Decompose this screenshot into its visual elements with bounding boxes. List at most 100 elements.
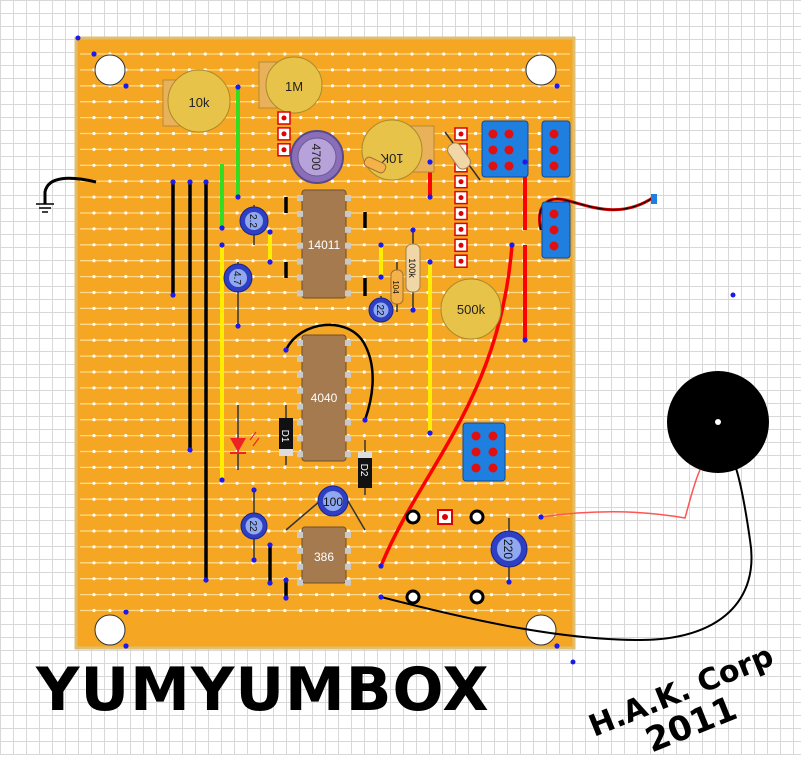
pad-hole [458, 131, 464, 137]
resistor-small-diag [363, 156, 387, 174]
header-pin [488, 447, 498, 457]
hole [378, 227, 382, 231]
hole [124, 418, 128, 422]
connection-dot [91, 51, 97, 57]
pad-hole [458, 242, 464, 248]
hole [505, 179, 509, 183]
capacitor-4.7: 4.7 [223, 262, 253, 326]
capacitor-22: 22 [368, 296, 394, 323]
connection-dot [267, 229, 273, 235]
hole [235, 513, 239, 517]
hole [315, 116, 319, 120]
hole [171, 370, 176, 374]
hole [442, 418, 446, 422]
hole [410, 84, 414, 88]
hole [140, 418, 144, 422]
hole [378, 608, 382, 613]
hole [140, 306, 144, 310]
hole [346, 561, 350, 565]
connection-dot [187, 179, 193, 185]
connection-dot [378, 594, 384, 600]
hole [521, 354, 525, 358]
hole [92, 370, 96, 374]
hole [442, 465, 446, 469]
hole [92, 386, 96, 390]
hole [235, 386, 239, 390]
hole [92, 497, 96, 501]
hole [362, 608, 366, 613]
diode-label: D1 [279, 430, 290, 443]
hole [442, 370, 446, 374]
hole [267, 434, 271, 438]
hole [219, 147, 223, 151]
hole [378, 338, 382, 342]
hole [156, 449, 160, 454]
hole [140, 561, 144, 565]
ic-label: 386 [314, 550, 334, 564]
hole [346, 481, 350, 485]
pad-hole [458, 258, 464, 264]
hole [108, 354, 112, 358]
hole [410, 179, 414, 183]
hole [267, 322, 271, 326]
hole [426, 545, 430, 549]
hole [156, 513, 160, 517]
hole [283, 402, 287, 406]
hole [156, 195, 160, 199]
hole [171, 322, 176, 326]
hole [108, 306, 112, 310]
ic-pin [297, 210, 303, 217]
header-pin [471, 431, 481, 441]
header-pin [471, 447, 481, 457]
hole [521, 100, 525, 104]
hole [394, 561, 398, 565]
hole [171, 593, 176, 597]
hole [346, 100, 350, 104]
hole [92, 434, 96, 438]
hole [140, 179, 144, 183]
hole [315, 513, 319, 517]
hole [251, 116, 255, 120]
hole [474, 338, 478, 342]
hole [140, 338, 144, 342]
ic-pin [297, 290, 303, 297]
hole [346, 608, 350, 613]
hole [92, 195, 96, 199]
hole [171, 52, 176, 56]
hole [537, 100, 541, 104]
hole [156, 116, 160, 120]
connection-dot [123, 643, 129, 649]
ic-pin [297, 355, 303, 362]
ic-pin [345, 226, 351, 233]
hole [362, 545, 366, 549]
hole [156, 243, 160, 247]
hole [378, 465, 382, 469]
mounting-hole [94, 614, 126, 646]
hole [267, 449, 271, 454]
hole [410, 418, 414, 422]
hole [362, 195, 366, 199]
hole [362, 434, 366, 438]
hole [537, 529, 541, 533]
ic-pin [345, 355, 351, 362]
hole [362, 370, 366, 374]
hole [156, 163, 160, 167]
pad-hole [458, 195, 464, 201]
hole [219, 497, 223, 501]
hole [156, 84, 160, 88]
hole [171, 418, 176, 422]
hole [283, 259, 287, 263]
yellow-jumpers [220, 232, 432, 480]
hole [537, 434, 541, 438]
hole [108, 290, 112, 295]
hole [362, 354, 366, 358]
hole [124, 211, 128, 215]
hole [505, 84, 509, 88]
hole [410, 608, 414, 613]
hole [553, 465, 557, 469]
ic-label: 14011 [308, 238, 341, 252]
connection-dot [267, 580, 273, 586]
hole [187, 561, 191, 565]
hole [442, 290, 446, 295]
